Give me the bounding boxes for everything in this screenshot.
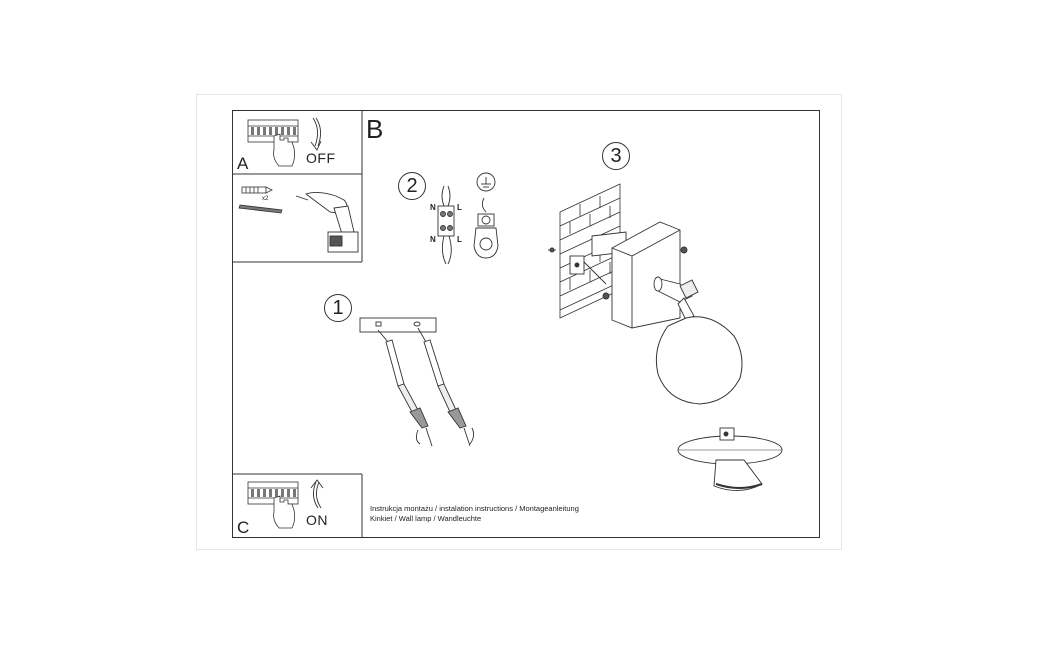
wall-plate-icon: [611, 221, 688, 329]
breaker-box-on-icon: [247, 481, 299, 505]
on-label: ON: [306, 512, 328, 528]
mounting-bar-icon: [359, 317, 437, 333]
earth-terminal-icon: [473, 172, 499, 259]
panel-c-letter: C: [237, 518, 250, 537]
panel-a-letter: A: [237, 154, 249, 173]
plug-count: x2: [262, 196, 269, 202]
neutral-label-top: N: [430, 203, 436, 212]
live-label-bottom: L: [457, 235, 462, 244]
panel-b-letter: B: [366, 114, 384, 144]
off-label: OFF: [306, 150, 336, 166]
hand-icon: [273, 133, 296, 167]
gu10-bulb-icon: [677, 427, 783, 491]
step-2-badge: 2: [398, 172, 426, 200]
breaker-box-icon: [247, 119, 299, 143]
page-border: [196, 94, 842, 550]
caption-line-2: Kinkiet / Wall lamp / Wandleuchte: [370, 514, 482, 523]
step-1-badge: 1: [324, 294, 352, 322]
mounting-bracket-icon: [548, 231, 627, 300]
wiring-connector-icon: [437, 185, 455, 265]
lamp-arm-icon: [653, 276, 699, 321]
live-label-top: L: [457, 203, 462, 212]
wall-plug-screw-left-icon: [377, 329, 433, 447]
caption-line-1: Instrukcja montażu / instalation instruc…: [370, 504, 579, 513]
switch-on-arrow-icon: [310, 479, 324, 509]
lamp-shade-icon: [655, 316, 743, 405]
drill-icon: [295, 191, 359, 253]
instruction-frame: [232, 110, 820, 538]
wall-plug-screw-right-icon: [417, 327, 475, 447]
switch-off-arrow-icon: [310, 117, 322, 151]
hand-on-icon: [273, 495, 296, 529]
screw-icon: [238, 204, 283, 214]
neutral-label-bottom: N: [430, 235, 436, 244]
step-3-badge: 3: [602, 142, 630, 170]
wall-plug-icon: [241, 186, 273, 194]
